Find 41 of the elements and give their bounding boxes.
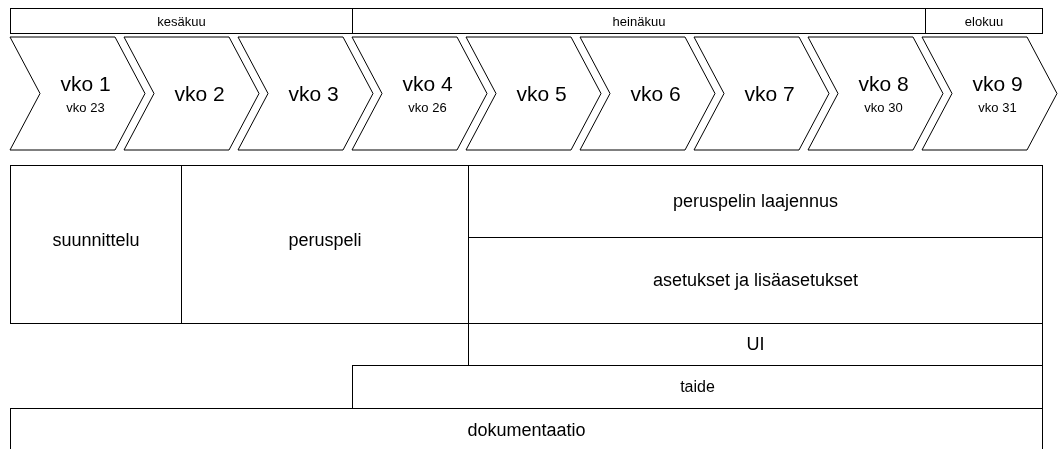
task-bar bbox=[468, 323, 1043, 366]
week-label: vko 1 bbox=[60, 72, 111, 96]
task-label: dokumentaatio bbox=[467, 420, 586, 441]
week-header-shape bbox=[922, 37, 1057, 150]
week-header-shape bbox=[352, 37, 487, 150]
week-header-shape bbox=[466, 37, 601, 150]
week-label: vko 8 bbox=[858, 72, 909, 96]
month-header bbox=[925, 8, 1043, 34]
task-label: UI bbox=[746, 334, 765, 355]
week-header-shape bbox=[124, 37, 259, 150]
calendar-week-label: vko 31 bbox=[978, 100, 1017, 115]
week-header-shape bbox=[808, 37, 943, 150]
week-label: vko 5 bbox=[516, 81, 567, 106]
week-header-shape bbox=[694, 37, 829, 150]
week-header-shape bbox=[10, 37, 145, 150]
task-bar bbox=[10, 165, 182, 324]
week-label: vko 2 bbox=[174, 81, 225, 106]
task-label: taide bbox=[680, 378, 715, 396]
week-header-shape bbox=[238, 37, 373, 150]
task-bar bbox=[10, 408, 1043, 449]
task-bar bbox=[352, 365, 1043, 409]
task-label: peruspeli bbox=[288, 230, 362, 251]
calendar-week-label: vko 23 bbox=[66, 100, 105, 115]
week-label: vko 4 bbox=[402, 72, 453, 96]
week-header-shape bbox=[580, 37, 715, 150]
task-label: suunnittelu bbox=[52, 230, 140, 251]
week-label: vko 7 bbox=[744, 81, 795, 106]
month-header bbox=[10, 8, 353, 34]
task-bar bbox=[181, 165, 469, 324]
task-label: asetukset ja lisäasetukset bbox=[652, 270, 859, 291]
calendar-week-label: vko 26 bbox=[408, 100, 447, 115]
month-label: elokuu bbox=[964, 13, 1004, 29]
month-label: kesäkuu bbox=[157, 13, 206, 29]
task-label: peruspelin laajennus bbox=[672, 191, 839, 212]
month-label: heinäkuu bbox=[612, 13, 666, 29]
month-header bbox=[352, 8, 926, 34]
calendar-week-label: vko 30 bbox=[864, 100, 903, 115]
week-label: vko 6 bbox=[630, 81, 681, 106]
week-label: vko 3 bbox=[288, 81, 339, 106]
week-label: vko 9 bbox=[972, 72, 1023, 96]
task-bar bbox=[468, 165, 1043, 238]
